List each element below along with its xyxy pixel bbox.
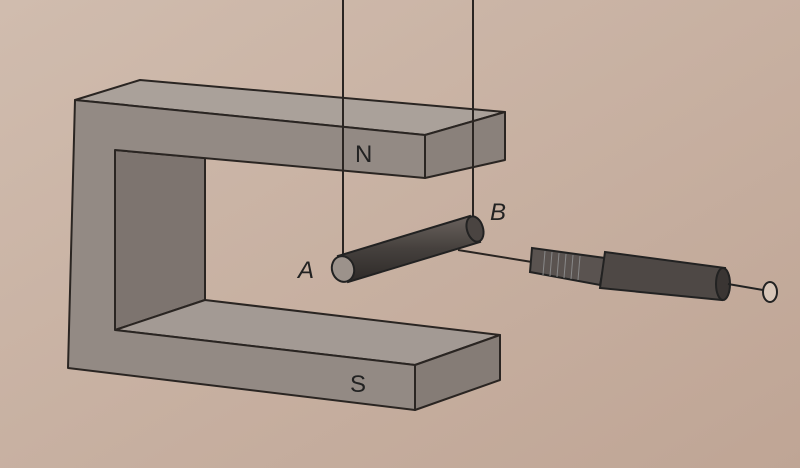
conductor-rod — [330, 214, 485, 284]
magnet-top-arm-end-face — [424, 111, 506, 179]
magnet-inner-column-face — [114, 149, 206, 331]
terminal-ring — [762, 281, 778, 303]
south-pole-label: S — [350, 371, 366, 398]
point-b-label: B — [490, 199, 506, 226]
point-a-label: A — [296, 257, 314, 284]
horseshoe-magnet — [67, 79, 506, 411]
connector-plug — [528, 246, 778, 303]
lead-wire — [457, 249, 533, 263]
north-pole-label: N — [355, 141, 372, 168]
magnet-bottom-arm-end-face — [414, 334, 501, 411]
rod-end-a — [330, 255, 356, 283]
suspension-wires — [342, 0, 533, 265]
